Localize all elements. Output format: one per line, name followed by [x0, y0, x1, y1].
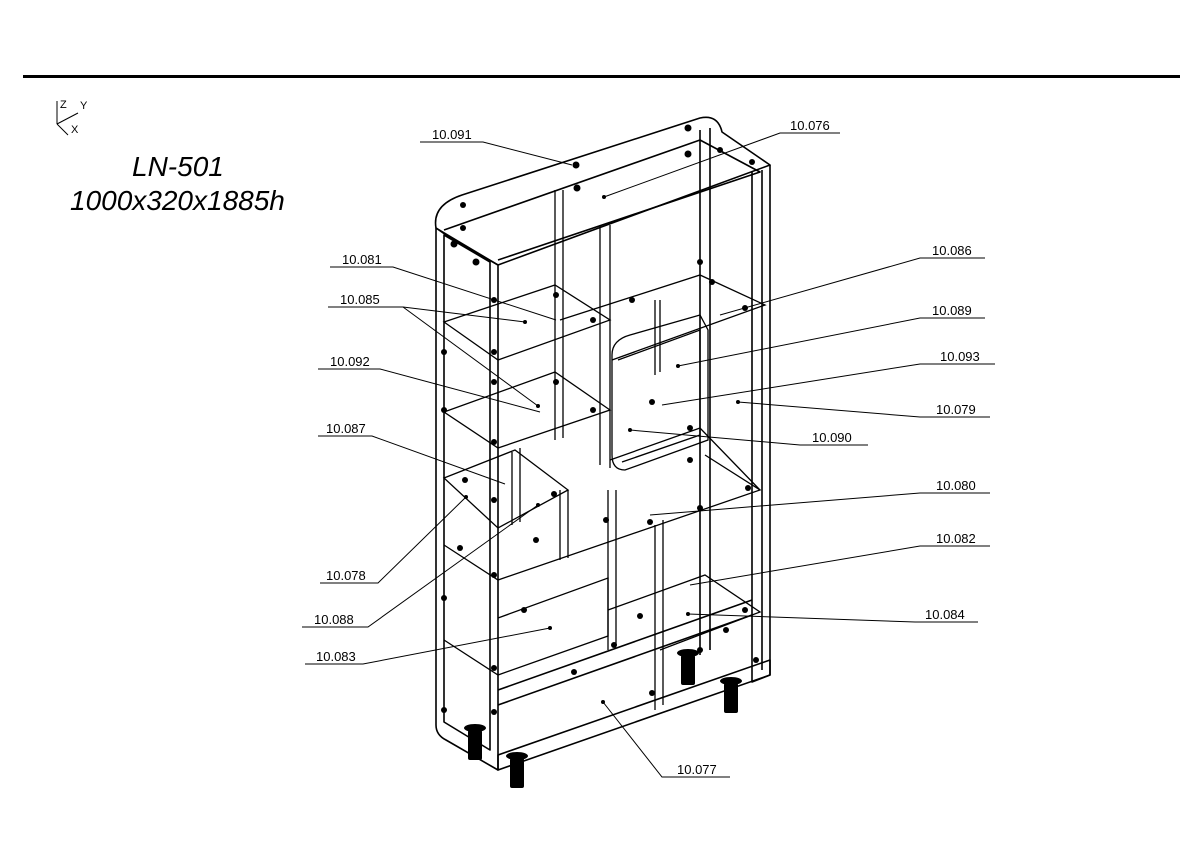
- callout-10-083: 10.083: [316, 649, 356, 664]
- header-rule: [23, 75, 1180, 78]
- callout-10-081: 10.081: [342, 252, 382, 267]
- axis-triad-icon: [56, 101, 79, 136]
- callout-10-085: 10.085: [340, 292, 380, 307]
- callout-dots: [464, 195, 740, 704]
- callout-leaders: [302, 132, 995, 778]
- model-dimensions: 1000x320x1885h: [70, 185, 285, 216]
- callout-10-084: 10.084: [925, 607, 965, 622]
- callout-10-078: 10.078: [326, 568, 366, 583]
- callout-10-087: 10.087: [326, 421, 366, 436]
- axis-label-z: Z: [60, 99, 67, 111]
- callout-10-090: 10.090: [812, 430, 852, 445]
- callout-10-088: 10.088: [314, 612, 354, 627]
- callout-10-092: 10.092: [330, 354, 370, 369]
- model-title: LN-501: [132, 151, 224, 182]
- callout-10-079: 10.079: [936, 402, 976, 417]
- callout-10-091: 10.091: [432, 127, 472, 142]
- cabinet-frame: [434, 116, 771, 771]
- leveling-feet: [464, 649, 742, 788]
- callout-10-093: 10.093: [940, 349, 980, 364]
- callout-10-082: 10.082: [936, 531, 976, 546]
- axis-label-x: X: [71, 124, 79, 136]
- callout-10-086: 10.086: [932, 243, 972, 258]
- callout-10-080: 10.080: [936, 478, 976, 493]
- shelves-and-dividers: [442, 190, 767, 710]
- fittings: [441, 124, 759, 715]
- callout-10-076: 10.076: [790, 118, 830, 133]
- axis-label-y: Y: [80, 100, 88, 112]
- callout-10-089: 10.089: [932, 303, 972, 318]
- callout-10-077: 10.077: [677, 762, 717, 777]
- callout-labels: 10.091 10.076 10.081 10.085 10.086 10.08…: [314, 118, 980, 777]
